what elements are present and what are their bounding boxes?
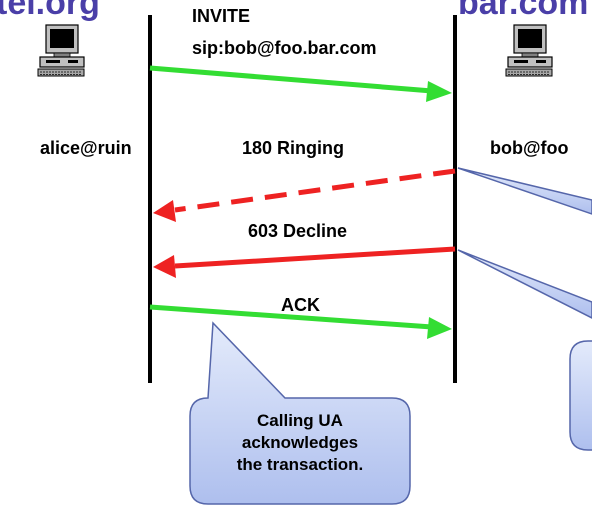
right-callout-bubble bbox=[569, 340, 592, 451]
callee-label: bob@foo bbox=[490, 138, 569, 158]
callout-line-3: the transaction. bbox=[236, 455, 364, 475]
ringing-arrow bbox=[153, 168, 456, 222]
left-title: tel.org bbox=[0, 0, 100, 22]
callee-computer-icon bbox=[505, 24, 553, 77]
caller-computer-icon bbox=[37, 24, 85, 77]
invite-label: INVITE bbox=[192, 6, 251, 26]
decline-label: 603 Decline bbox=[248, 221, 348, 241]
ack-label: ACK bbox=[281, 295, 320, 315]
ringing-label: 180 Ringing bbox=[242, 138, 345, 158]
invite-uri-label: sip:bob@foo.bar.com bbox=[192, 38, 377, 58]
ack-arrow bbox=[149, 304, 452, 339]
callout-text: Calling UA acknowledges the transaction. bbox=[190, 410, 410, 476]
decline-arrow bbox=[153, 246, 456, 278]
caller-label: alice@ruin bbox=[40, 138, 132, 158]
callout-bubble bbox=[189, 321, 411, 505]
callout-line-1: Calling UA bbox=[257, 411, 343, 430]
invite-arrow bbox=[149, 65, 452, 102]
callout-tail-2 bbox=[457, 249, 592, 319]
right-title: bar.com bbox=[458, 0, 589, 22]
callout-tail-1 bbox=[457, 167, 592, 215]
callout-line-2: acknowledges bbox=[241, 433, 359, 453]
